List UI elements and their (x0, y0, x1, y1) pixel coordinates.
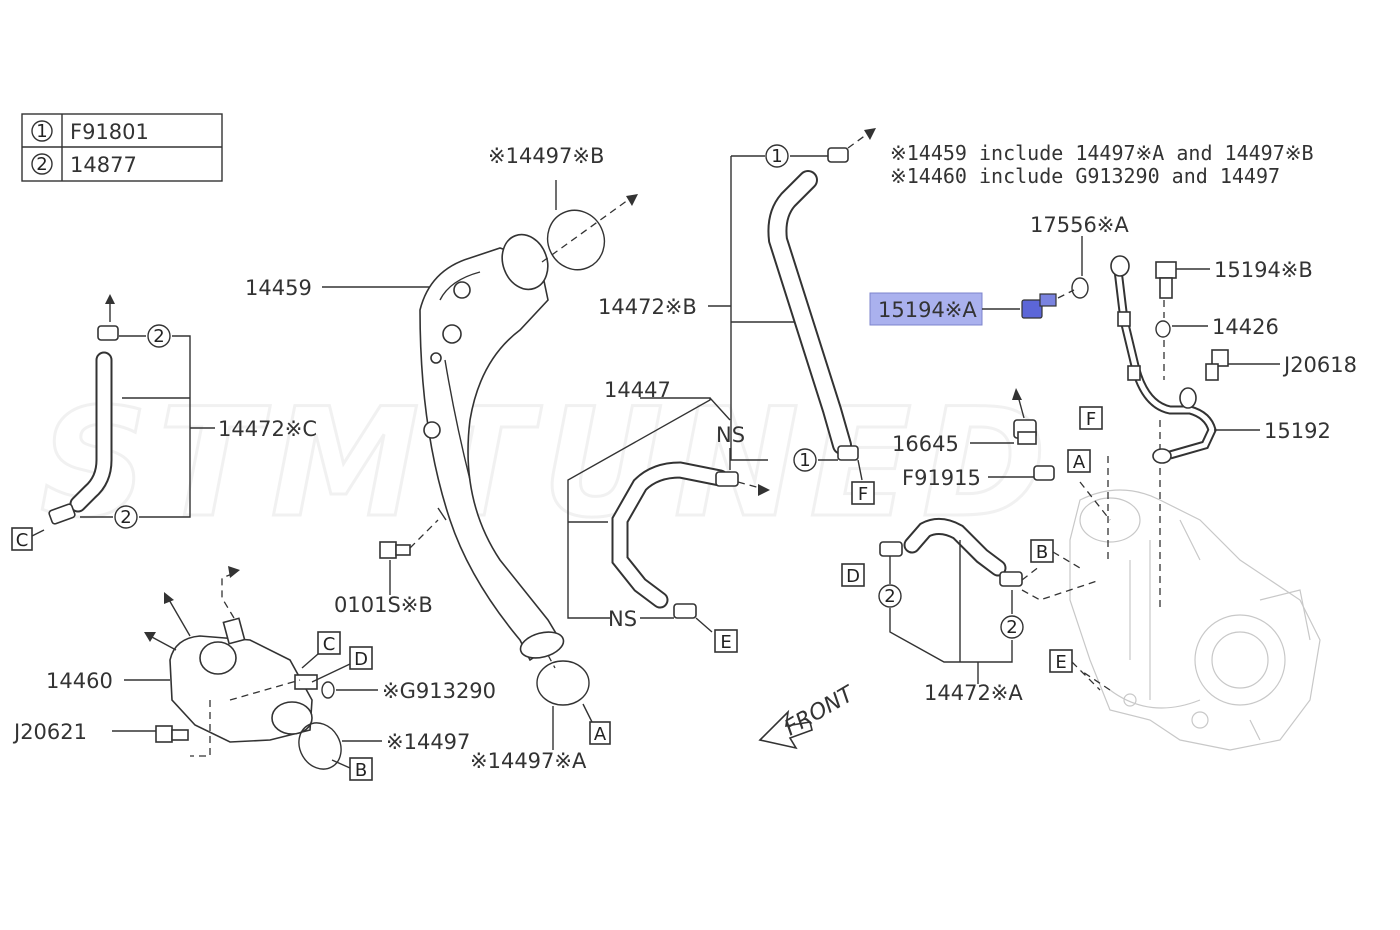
marker-2-left-bottom: 2 (120, 507, 131, 528)
label-14447: 14447 (604, 378, 671, 402)
hose-14472b (708, 128, 876, 481)
gasket-14497 (298, 722, 342, 770)
washer-14426 (1155, 320, 1171, 338)
bolt-j20621 (155, 725, 189, 743)
connector-f-right: F (1086, 409, 1096, 430)
turbo-ghost (1069, 489, 1321, 751)
label-j20621: J20621 (12, 720, 87, 744)
connector-d-housing: D (354, 649, 368, 670)
front-arrow-icon (758, 709, 813, 750)
label-14426: 14426 (1212, 315, 1279, 339)
label-14497b: ※14497※B (488, 144, 604, 168)
clamp-f91915 (1033, 465, 1055, 481)
label-j20618: J20618 (1282, 353, 1357, 377)
hose-14472a (879, 518, 1111, 691)
hose-14447 (567, 397, 770, 633)
label-14472a: 14472※A (924, 681, 1023, 705)
marker-2-left-top: 2 (153, 326, 164, 347)
label-14472c: 14472※C (218, 417, 317, 441)
marker-2-right-right: 2 (1006, 617, 1017, 638)
label-0101sb: 0101S※B (334, 593, 433, 617)
marker-1-bottom: 1 (799, 450, 810, 471)
label-15194b: 15194※B (1214, 258, 1313, 282)
label-ns-top: NS (716, 423, 745, 447)
connector-f-hose: F (858, 484, 868, 505)
label-17556a: 17556※A (1030, 213, 1129, 237)
bolt-0101sb (379, 519, 439, 559)
watermark: STMTUNED (40, 377, 1056, 551)
legend-marker-2: 2 (36, 154, 47, 175)
gasket-14497a (536, 660, 590, 706)
legend-marker-1: 1 (36, 121, 47, 142)
note-14459: ※14459 include 14497※A and 14497※B (890, 141, 1314, 165)
legend-part-1: F91801 (70, 120, 149, 144)
bolt-j20618 (1205, 349, 1229, 381)
washer-17556a (1071, 277, 1089, 299)
label-14459: 14459 (245, 276, 312, 300)
label-g913290: ※G913290 (382, 679, 496, 703)
label-14472b: 14472※B (598, 295, 697, 319)
label-15192: 15192 (1264, 419, 1331, 443)
hose-14472c (31, 294, 215, 537)
connector-d-right: D (846, 566, 860, 587)
housing-14460 (144, 566, 318, 757)
front-label: FRONT (781, 681, 860, 741)
legend-table: 1 F91801 2 14877 (21, 113, 223, 182)
highlight-15194a[interactable] (869, 292, 983, 326)
connector-b-housing: B (355, 760, 367, 781)
label-14497a: ※14497※A (470, 749, 587, 773)
connector-c-left: C (16, 530, 29, 551)
connector-e-hose: E (720, 632, 731, 653)
label-14460: 14460 (46, 669, 113, 693)
gasket-14497b (546, 209, 606, 271)
connector-a-pipe: A (594, 724, 607, 745)
label-14497: ※14497 (386, 730, 470, 754)
bolt-15194a (1021, 293, 1057, 319)
oring-g913290 (321, 681, 335, 699)
connector-a-right: A (1073, 452, 1086, 473)
oil-line-15192 (1110, 255, 1217, 464)
label-ns-bottom: NS (608, 607, 637, 631)
bolt-15194b (1155, 261, 1177, 299)
note-14460: ※14460 include G913290 and 14497 (890, 164, 1280, 188)
label-16645: 16645 (892, 432, 959, 456)
label-15194a[interactable]: 15194※A (878, 298, 977, 322)
connector-e-right: E (1055, 652, 1066, 673)
clip-16645 (1012, 388, 1037, 445)
marker-1-top: 1 (771, 146, 782, 167)
connector-c-housing: C (323, 634, 336, 655)
marker-2-right-left: 2 (884, 586, 895, 607)
legend-part-2: 14877 (70, 153, 137, 177)
connector-b-right: B (1036, 542, 1048, 563)
label-f91915: F91915 (902, 466, 981, 490)
pipe-14459 (419, 233, 565, 662)
